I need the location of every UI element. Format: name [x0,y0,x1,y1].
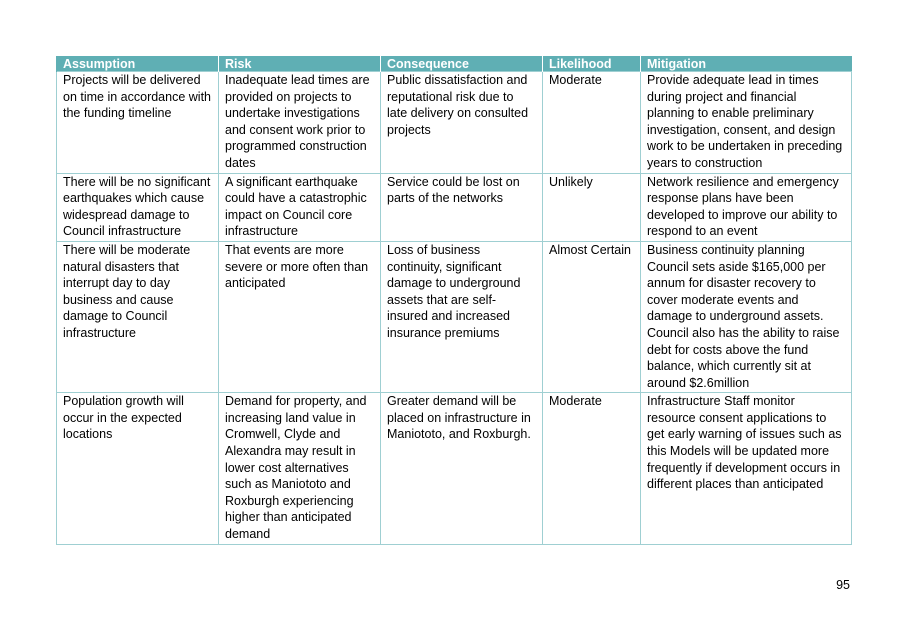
table-row: There will be no significant earthquakes… [56,172,852,242]
cell-consequence: Loss of business continuity, significant… [380,240,543,394]
cell-mitigation: Network resilience and emergency respons… [640,172,852,242]
cell-assumption: Projects will be delivered on time in ac… [56,71,219,174]
cell-mitigation: Provide adequate lead in times during pr… [640,71,852,174]
cell-risk: Demand for property, and increasing land… [218,392,381,545]
header-consequence: Consequence [380,56,543,72]
cell-consequence: Service could be lost on parts of the ne… [380,172,543,242]
header-risk: Risk [218,56,381,72]
cell-likelihood: Moderate [542,392,641,545]
cell-assumption: There will be no significant earthquakes… [56,172,219,242]
table-row: Population growth will occur in the expe… [56,392,852,545]
header-likelihood: Likelihood [542,56,641,72]
cell-mitigation: Infrastructure Staff monitor resource co… [640,392,852,545]
cell-consequence: Public dissatisfaction and reputational … [380,71,543,174]
header-mitigation: Mitigation [640,56,852,72]
risk-assumptions-table: Assumption Risk Consequence Likelihood M… [56,56,852,545]
cell-mitigation: Business continuity planning Council set… [640,240,852,394]
cell-risk: That events are more severe or more ofte… [218,240,381,394]
cell-consequence: Greater demand will be placed on infrast… [380,392,543,545]
cell-likelihood: Moderate [542,71,641,174]
cell-likelihood: Almost Certain [542,240,641,394]
table-row: There will be moderate natural disasters… [56,240,852,394]
cell-assumption: There will be moderate natural disasters… [56,240,219,394]
page-number: 95 [836,578,850,592]
table-row: Projects will be delivered on time in ac… [56,71,852,174]
cell-risk: Inadequate lead times are provided on pr… [218,71,381,174]
cell-likelihood: Unlikely [542,172,641,242]
header-assumption: Assumption [56,56,219,72]
cell-risk: A significant earthquake could have a ca… [218,172,381,242]
table-header-row: Assumption Risk Consequence Likelihood M… [56,56,852,72]
cell-assumption: Population growth will occur in the expe… [56,392,219,545]
